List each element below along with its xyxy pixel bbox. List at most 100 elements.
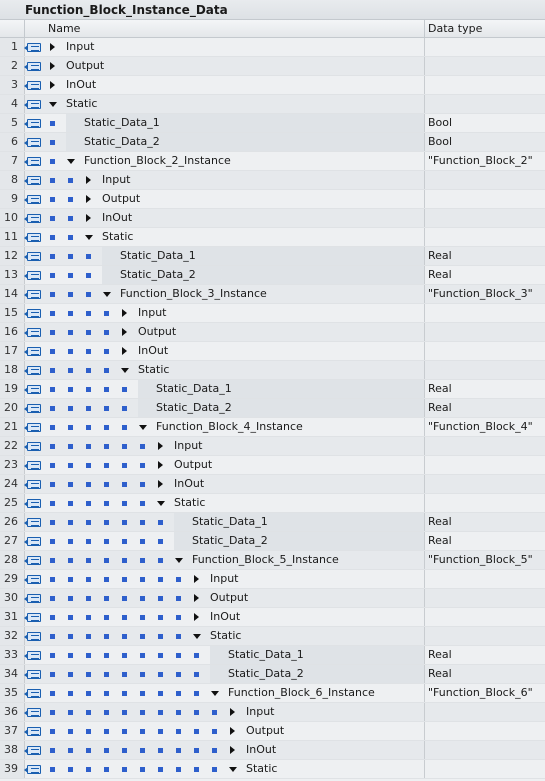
data-type-cell[interactable] <box>425 38 545 56</box>
collapse-arrow-right-icon[interactable] <box>122 309 127 317</box>
name-cell[interactable]: Static_Data_1 <box>43 114 425 132</box>
collapse-arrow-right-icon[interactable] <box>194 575 199 583</box>
table-row[interactable]: 10 InOut <box>0 209 545 228</box>
row-number[interactable]: 33 <box>0 646 25 664</box>
row-number[interactable]: 16 <box>0 323 25 341</box>
collapse-arrow-right-icon[interactable] <box>86 195 91 203</box>
row-number[interactable]: 18 <box>0 361 25 379</box>
collapse-arrow-right-icon[interactable] <box>230 746 235 754</box>
name-cell[interactable]: InOut <box>43 209 425 227</box>
expand-arrow-down-icon[interactable] <box>193 634 201 639</box>
table-row[interactable]: 22 Input <box>0 437 545 456</box>
row-number[interactable]: 12 <box>0 247 25 265</box>
row-number[interactable]: 2 <box>0 57 25 75</box>
collapse-arrow-right-icon[interactable] <box>194 594 199 602</box>
row-number[interactable]: 22 <box>0 437 25 455</box>
row-number[interactable]: 1 <box>0 38 25 56</box>
data-type-cell[interactable]: Real <box>428 648 452 661</box>
collapse-arrow-right-icon[interactable] <box>50 81 55 89</box>
expand-arrow-down-icon[interactable] <box>211 691 219 696</box>
data-type-cell[interactable]: Real <box>428 401 452 414</box>
name-cell[interactable]: Input <box>43 703 425 721</box>
collapse-arrow-right-icon[interactable] <box>158 480 163 488</box>
row-number[interactable]: 25 <box>0 494 25 512</box>
data-type-cell[interactable] <box>425 627 545 645</box>
expand-arrow-down-icon[interactable] <box>157 501 165 506</box>
row-number[interactable]: 36 <box>0 703 25 721</box>
row-number[interactable]: 39 <box>0 760 25 778</box>
data-type-cell[interactable]: "Function_Block_4" <box>428 420 533 433</box>
data-type-cell[interactable] <box>425 703 545 721</box>
row-number[interactable]: 31 <box>0 608 25 626</box>
expand-arrow-down-icon[interactable] <box>67 159 75 164</box>
name-cell[interactable]: Static_Data_1 <box>43 247 425 265</box>
data-type-cell[interactable]: Bool <box>428 116 453 129</box>
name-cell[interactable]: Static_Data_2 <box>43 399 425 417</box>
name-cell[interactable]: Static <box>43 95 425 113</box>
table-row[interactable]: 29 Input <box>0 570 545 589</box>
data-type-cell[interactable] <box>425 589 545 607</box>
collapse-arrow-right-icon[interactable] <box>122 347 127 355</box>
name-cell[interactable]: Output <box>43 722 425 740</box>
name-cell[interactable]: Static_Data_2 <box>43 665 425 683</box>
name-cell[interactable]: Output <box>43 190 425 208</box>
data-type-cell[interactable]: Real <box>428 249 452 262</box>
expand-arrow-down-icon[interactable] <box>175 558 183 563</box>
name-cell[interactable]: Static <box>43 361 425 379</box>
name-cell[interactable]: Output <box>43 57 425 75</box>
row-number[interactable]: 10 <box>0 209 25 227</box>
name-cell[interactable]: Function_Block_5_Instance <box>43 551 425 569</box>
data-type-cell[interactable] <box>425 741 545 759</box>
data-type-cell[interactable]: Real <box>428 667 452 680</box>
name-cell[interactable]: Static_Data_2 <box>43 266 425 284</box>
name-cell[interactable]: Function_Block_2_Instance <box>43 152 425 170</box>
data-type-cell[interactable] <box>425 323 545 341</box>
data-type-cell[interactable]: "Function_Block_6" <box>428 686 533 699</box>
row-number[interactable]: 29 <box>0 570 25 588</box>
data-type-cell[interactable] <box>425 361 545 379</box>
data-type-cell[interactable] <box>425 494 545 512</box>
name-cell[interactable]: InOut <box>43 475 425 493</box>
expand-arrow-down-icon[interactable] <box>139 425 147 430</box>
collapse-arrow-right-icon[interactable] <box>50 43 55 51</box>
table-row[interactable]: 36 Input <box>0 703 545 722</box>
name-cell[interactable]: Output <box>43 323 425 341</box>
row-number[interactable]: 27 <box>0 532 25 550</box>
expand-arrow-down-icon[interactable] <box>229 767 237 772</box>
data-type-cell[interactable] <box>425 304 545 322</box>
row-number[interactable]: 35 <box>0 684 25 702</box>
name-cell[interactable]: Function_Block_3_Instance <box>43 285 425 303</box>
data-type-column-header[interactable]: Data type <box>428 22 483 35</box>
data-type-cell[interactable] <box>425 475 545 493</box>
collapse-arrow-right-icon[interactable] <box>86 214 91 222</box>
data-type-cell[interactable] <box>425 342 545 360</box>
collapse-arrow-right-icon[interactable] <box>86 176 91 184</box>
name-cell[interactable]: Input <box>43 304 425 322</box>
name-cell[interactable]: Input <box>43 437 425 455</box>
name-cell[interactable]: Static <box>43 228 425 246</box>
collapse-arrow-right-icon[interactable] <box>158 461 163 469</box>
name-cell[interactable]: Input <box>43 570 425 588</box>
row-number[interactable]: 13 <box>0 266 25 284</box>
